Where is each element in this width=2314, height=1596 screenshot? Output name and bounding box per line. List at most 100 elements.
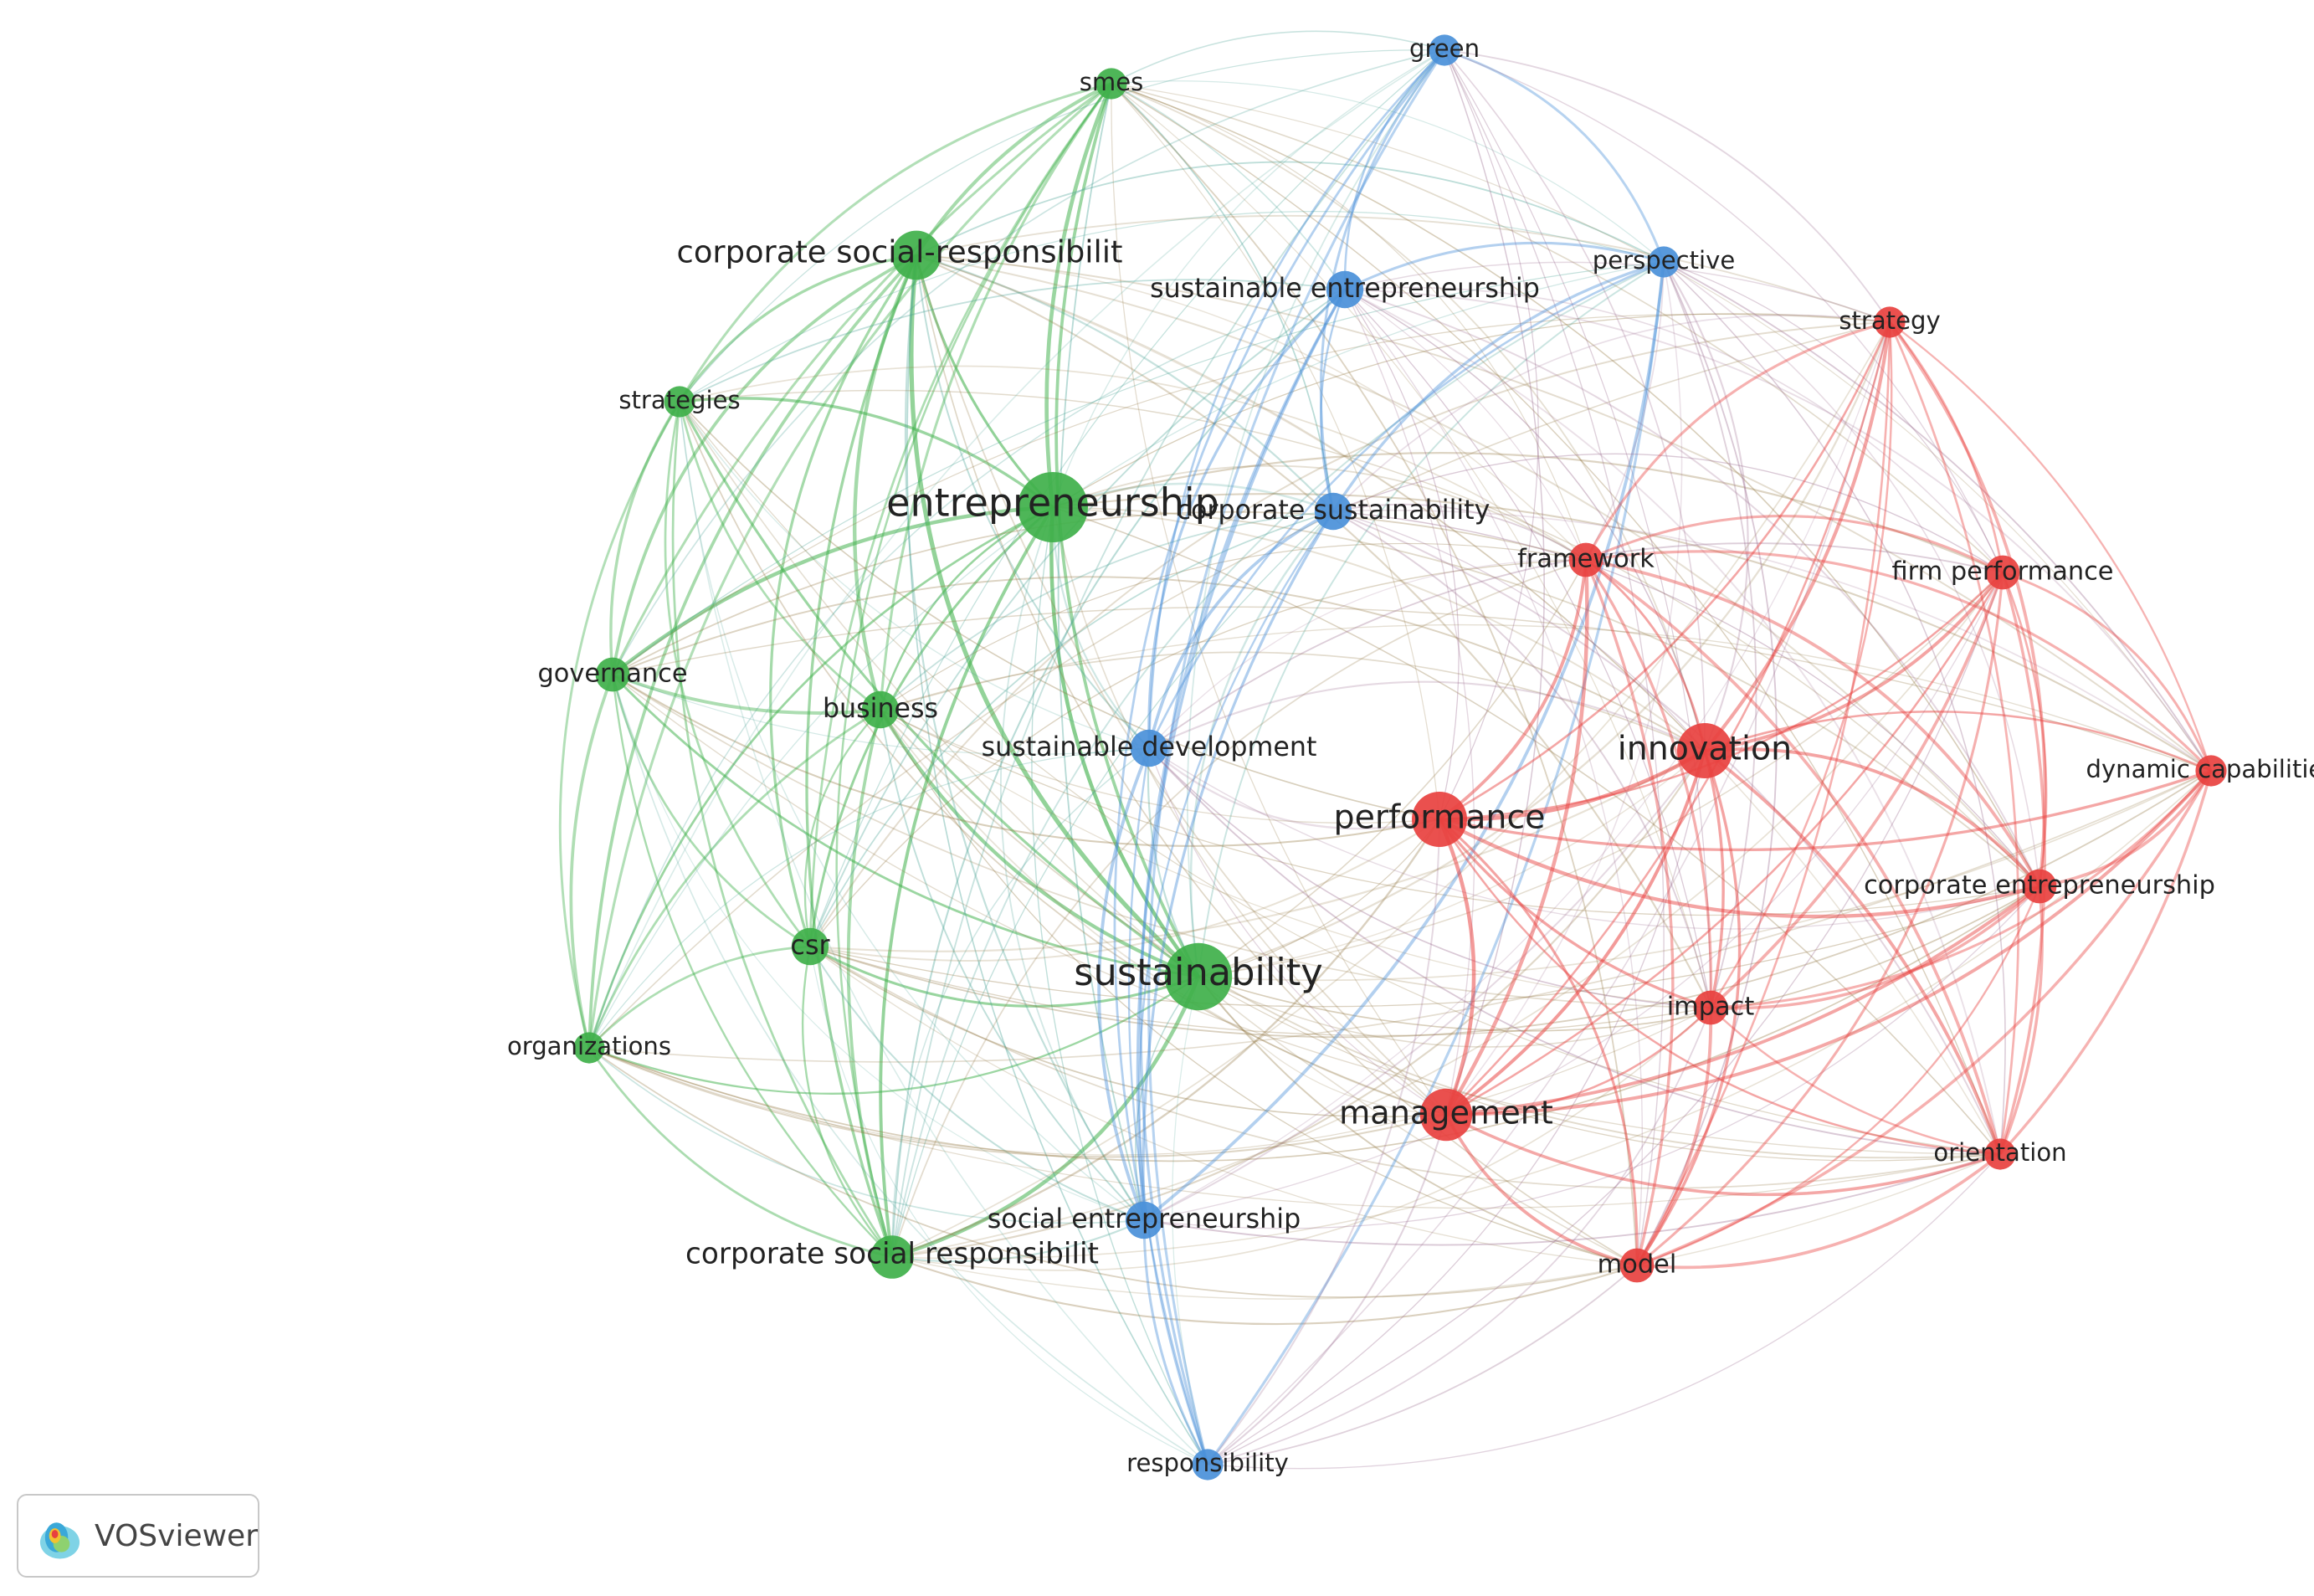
node-governance[interactable] <box>595 657 630 692</box>
node-label-innovation[interactable]: innovation <box>1618 730 1792 768</box>
edge-entrepreneurship--csr-space <box>879 505 1054 1258</box>
node-label-orientation[interactable]: orientation <box>1933 1138 2066 1167</box>
edge-sustainable-development--corporate-entrepreneurship <box>1148 747 2040 930</box>
edge-perspective--management <box>1445 261 1683 1116</box>
node-framework[interactable] <box>1568 542 1603 577</box>
edge-business--innovation <box>880 651 1706 752</box>
node-label-social-entrepreneurship[interactable]: social entrepreneurship <box>988 1204 1301 1234</box>
node-label-impact[interactable]: impact <box>1667 993 1755 1022</box>
node-label-strategies[interactable]: strategies <box>618 386 740 414</box>
node-label-model[interactable]: model <box>1598 1250 1677 1280</box>
edge-csr-hyphen--smes <box>915 82 1112 257</box>
edge-governance--responsibility <box>612 674 1208 1465</box>
node-label-corporate-sustainability[interactable]: corporate sustainability <box>1177 495 1491 526</box>
node-label-framework[interactable]: framework <box>1517 545 1655 574</box>
node-label-business[interactable]: business <box>823 694 938 724</box>
node-sustainability[interactable] <box>1164 942 1233 1011</box>
node-label-management[interactable]: management <box>1339 1096 1553 1132</box>
edge-impact--orientation <box>1710 1007 2001 1156</box>
edge-perspective--framework <box>1585 261 1665 561</box>
node-label-responsibility[interactable]: responsibility <box>1126 1449 1289 1477</box>
edge-csr-space--dynamic-capabilities <box>891 770 2212 1260</box>
network-labels: entrepreneurship sustainability corporate … <box>507 34 2314 1477</box>
edge-governance--social-entrepreneurship <box>612 674 1145 1221</box>
edge-dynamic-capabilities--impact <box>1710 769 2213 1009</box>
node-corporate-entrepreneurship[interactable] <box>2022 869 2057 904</box>
edge-smes--sustainable-entrepreneurship <box>1111 83 1346 290</box>
node-label-organizations[interactable]: organizations <box>507 1032 671 1060</box>
edge-smes--impact <box>1111 83 1711 1008</box>
node-impact[interactable] <box>1693 990 1728 1025</box>
edge-innovation--corporate-entrepreneurship <box>1704 747 2041 888</box>
node-corporate-sustainability[interactable] <box>1314 492 1352 531</box>
edge-business--social-entrepreneurship <box>880 709 1145 1221</box>
edge-firm-performance--innovation <box>1704 571 2004 752</box>
node-label-csr[interactable]: csr <box>791 931 831 961</box>
node-label-corporate-entrepreneurship[interactable]: corporate entrepreneurship <box>1864 871 2215 901</box>
node-perspective[interactable] <box>1648 246 1680 278</box>
edge-firm-performance--performance <box>1439 572 2004 821</box>
edge-governance--innovation <box>612 576 1706 752</box>
edge-sustainable-development--management <box>1148 747 1447 1116</box>
node-performance[interactable] <box>1412 792 1467 847</box>
node-label-csr-hyphen[interactable]: corporate social-responsibilit <box>677 234 1123 270</box>
vosviewer-badge[interactable]: VOSviewer <box>17 1494 259 1578</box>
edge-sustainable-entrepreneurship--innovation <box>1344 289 1706 752</box>
node-green[interactable] <box>1429 34 1460 66</box>
node-dynamic-capabilities[interactable] <box>2195 755 2227 787</box>
node-smes[interactable] <box>1095 68 1127 100</box>
node-responsibility[interactable] <box>1192 1449 1224 1481</box>
node-label-sustainable-development[interactable]: sustainable development <box>982 732 1317 762</box>
node-label-green[interactable]: green <box>1409 34 1480 63</box>
node-label-performance[interactable]: performance <box>1334 798 1546 837</box>
node-firm-performance[interactable] <box>1985 555 2020 590</box>
node-label-firm-performance[interactable]: firm performance <box>1892 557 2114 587</box>
node-label-entrepreneurship[interactable]: entrepreneurship <box>886 480 1219 526</box>
edge-green--sustainable-development <box>1147 49 1445 749</box>
edge-management--model <box>1444 1114 1638 1267</box>
edge-green--sustainable-entrepreneurship <box>1343 49 1445 290</box>
node-model[interactable] <box>1619 1248 1655 1283</box>
edge-corporate-entrepreneurship--orientation <box>1998 885 2044 1155</box>
edge-strategies--corporate-entrepreneurship <box>679 389 2040 887</box>
node-csr-space[interactable] <box>870 1235 914 1279</box>
node-social-entrepreneurship[interactable] <box>1125 1201 1163 1239</box>
edge-entrepreneurship--organizations <box>587 505 1054 1049</box>
edge-csr-hyphen--model <box>916 254 1638 1266</box>
edge-business--model <box>880 709 1638 1266</box>
node-label-perspective[interactable]: perspective <box>1593 246 1735 275</box>
edge-sustainability--strategies <box>678 401 1199 978</box>
edge-social-entrepreneurship--firm-performance <box>1143 572 2004 1221</box>
edge-sustainable-development--firm-performance <box>1148 542 2004 749</box>
node-sustainable-development[interactable] <box>1130 729 1168 767</box>
edge-organizations--social-entrepreneurship <box>588 1047 1145 1224</box>
node-innovation[interactable] <box>1677 723 1732 778</box>
edge-innovation--management <box>1444 750 1706 1116</box>
edge-entrepreneurship--dynamic-capabilities <box>1052 493 2212 772</box>
node-label-smes[interactable]: smes <box>1080 68 1144 96</box>
node-label-strategy[interactable]: strategy <box>1839 306 1940 335</box>
edge-smes--csr <box>808 83 1113 947</box>
edge-governance--orientation <box>612 674 2001 1155</box>
edge-sustainable-entrepreneurship--corporate-entrepreneurship <box>1344 289 2040 887</box>
node-label-sustainability[interactable]: sustainability <box>1074 951 1323 994</box>
node-csr-hyphen[interactable] <box>891 230 942 280</box>
node-label-dynamic-capabilities[interactable]: dynamic capabilities <box>2086 755 2314 783</box>
node-management[interactable] <box>1419 1088 1473 1142</box>
node-strategy[interactable] <box>1874 306 1906 338</box>
node-label-governance[interactable]: governance <box>537 659 687 689</box>
edge-corporate-sustainability--dynamic-capabilities <box>1332 509 2212 772</box>
node-sustainable-entrepreneurship[interactable] <box>1326 270 1364 309</box>
node-organizations[interactable] <box>573 1032 605 1064</box>
node-entrepreneurship[interactable] <box>1018 472 1088 542</box>
edge-sustainability--csr-hyphen <box>909 254 1200 978</box>
edge-entrepreneurship--orientation <box>1052 506 2001 1155</box>
node-label-sustainable-entrepreneurship[interactable]: sustainable entrepreneurship <box>1150 274 1540 304</box>
node-strategies[interactable] <box>664 386 695 418</box>
node-orientation[interactable] <box>1984 1138 2016 1170</box>
node-business[interactable] <box>861 690 900 729</box>
node-label-csr-space[interactable]: corporate social responsibilit <box>685 1238 1099 1271</box>
edge-csr-hyphen--governance <box>611 254 917 675</box>
node-csr[interactable] <box>791 927 829 966</box>
edge-csr-hyphen--responsibility <box>906 254 1208 1465</box>
